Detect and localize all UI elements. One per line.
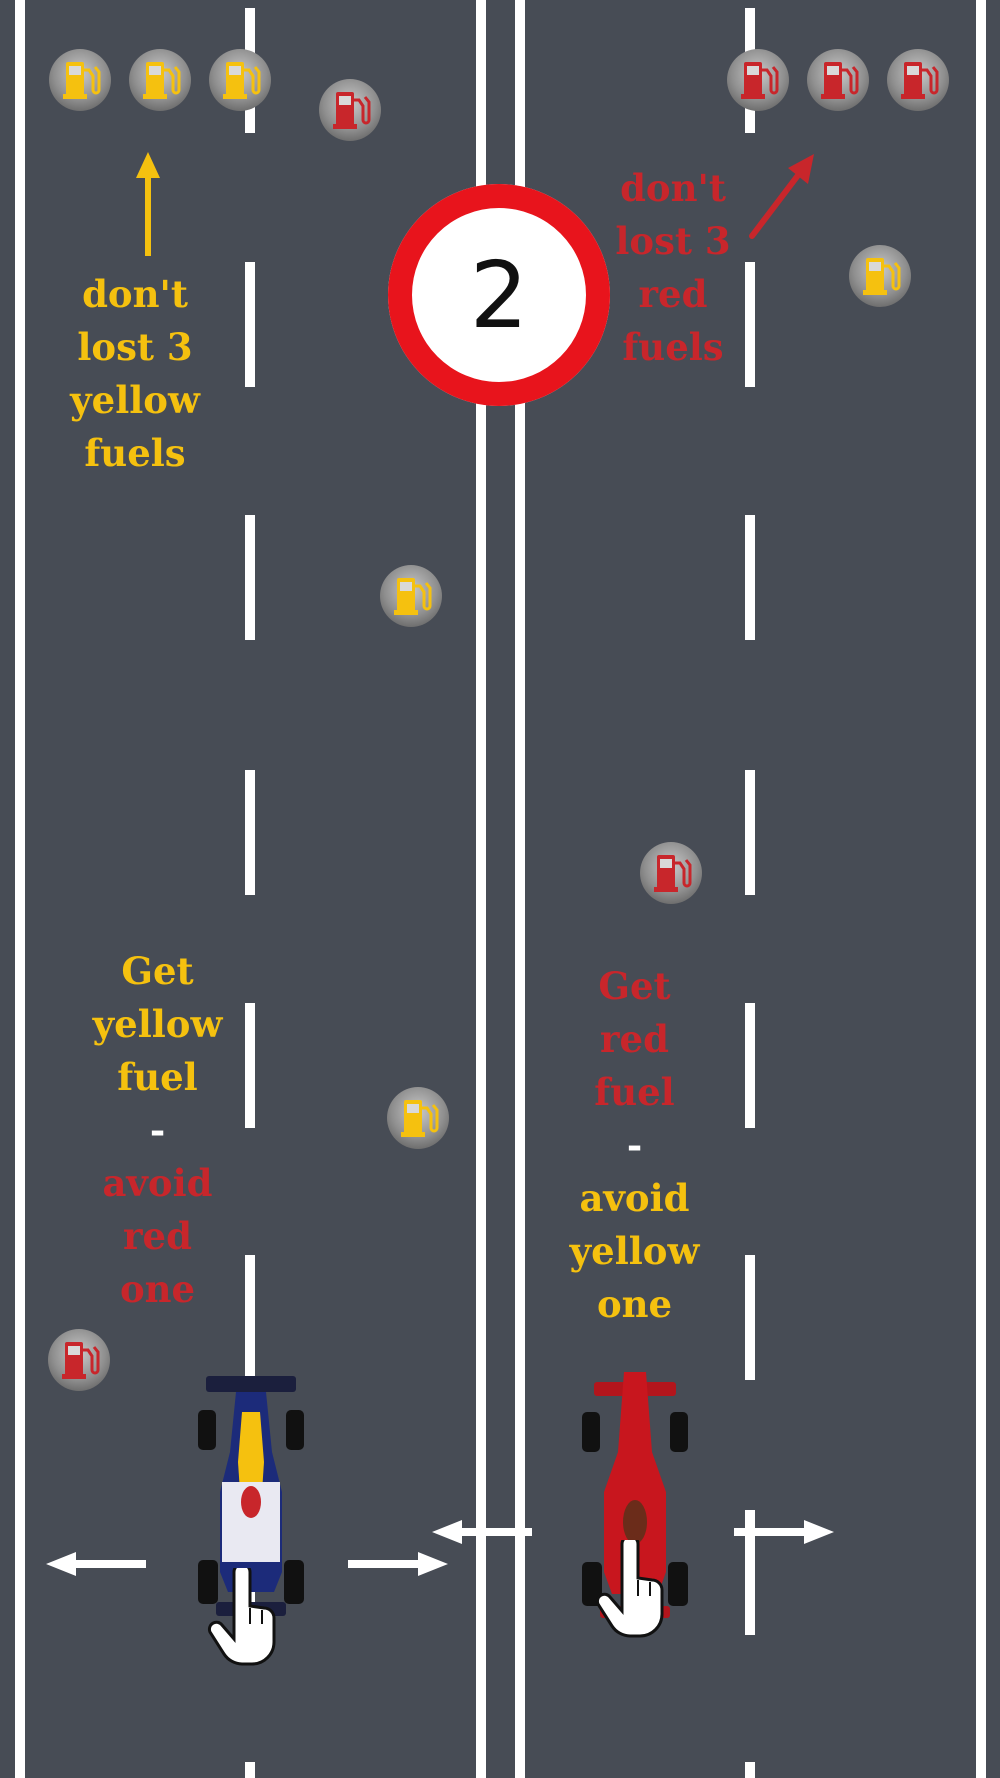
arrow-left-icon: [46, 1552, 146, 1576]
red-fuel-icon: [41, 1322, 117, 1398]
lane-dash: [245, 770, 255, 895]
hint-line: fuels: [84, 431, 186, 475]
left-road-edge: [15, 0, 25, 1778]
arrow-up-icon: [136, 152, 160, 256]
hint-separator: -: [626, 1123, 643, 1167]
hint-line: avoid: [102, 1161, 213, 1205]
hint-line: yellow: [92, 1002, 223, 1046]
hint-line: fuel: [594, 1070, 675, 1114]
lane-dash: [745, 515, 755, 640]
right-instruction: Get red fuel - avoid yellow one: [537, 960, 732, 1331]
hint-line: Get: [598, 964, 671, 1008]
lane-dash: [745, 1255, 755, 1380]
center-divider-left: [476, 0, 486, 1778]
arrow-right-icon: [348, 1552, 448, 1576]
score-value: 2: [469, 241, 529, 349]
hint-line: one: [596, 1282, 673, 1326]
lane-dash: [745, 262, 755, 387]
arrow-left-icon: [432, 1520, 532, 1544]
red-fuel-icon: [720, 42, 796, 118]
red-fuel-icon: [312, 72, 388, 148]
yellow-fuel-icon: [122, 42, 198, 118]
hint-line: fuels: [622, 325, 724, 369]
hint-line: fuel: [117, 1055, 198, 1099]
lane-dash: [245, 1762, 255, 1778]
left-instruction: Get yellow fuel - avoid red one: [60, 945, 255, 1316]
hint-line: yellow: [70, 378, 200, 422]
hint-line: don't: [620, 166, 726, 210]
tap-hand-icon: [204, 1568, 288, 1668]
yellow-fuel-icon: [842, 238, 918, 314]
red-fuel-icon: [880, 42, 956, 118]
lane-dash: [745, 1762, 755, 1778]
score-sign: 2: [388, 184, 610, 406]
hint-line: avoid: [579, 1176, 690, 1220]
yellow-fuel-icon: [42, 42, 118, 118]
tap-hand-icon: [592, 1540, 676, 1640]
lane-dash: [745, 1003, 755, 1128]
left-lives-label: don't lost 3 yellow fuels: [40, 268, 230, 480]
right-lives-label: don't lost 3 red fuels: [588, 162, 758, 374]
arrow-right-icon: [734, 1520, 834, 1544]
lane-dash: [245, 515, 255, 640]
red-fuel-icon: [800, 42, 876, 118]
hint-line: yellow: [569, 1229, 700, 1273]
hint-line: red: [600, 1017, 669, 1061]
center-divider-right: [515, 0, 525, 1778]
red-fuel-icon: [633, 835, 709, 911]
lane-dash: [745, 770, 755, 895]
lane-dash: [245, 1003, 255, 1128]
hint-line: red: [123, 1214, 192, 1258]
right-road-edge: [976, 0, 986, 1778]
yellow-fuel-icon: [380, 1080, 456, 1156]
hint-line: lost 3: [77, 325, 193, 369]
hint-line: lost 3: [615, 219, 731, 263]
arrow-up-icon: [746, 150, 818, 242]
yellow-fuel-icon: [202, 42, 278, 118]
hint-line: one: [119, 1267, 196, 1311]
hint-line: Get: [121, 949, 194, 993]
lane-dash: [245, 1255, 255, 1380]
lane-dash: [245, 262, 255, 387]
hint-separator: -: [149, 1108, 166, 1152]
hint-line: red: [638, 272, 708, 316]
yellow-fuel-icon: [373, 558, 449, 634]
hint-line: don't: [82, 272, 188, 316]
lane-dash: [745, 1510, 755, 1635]
